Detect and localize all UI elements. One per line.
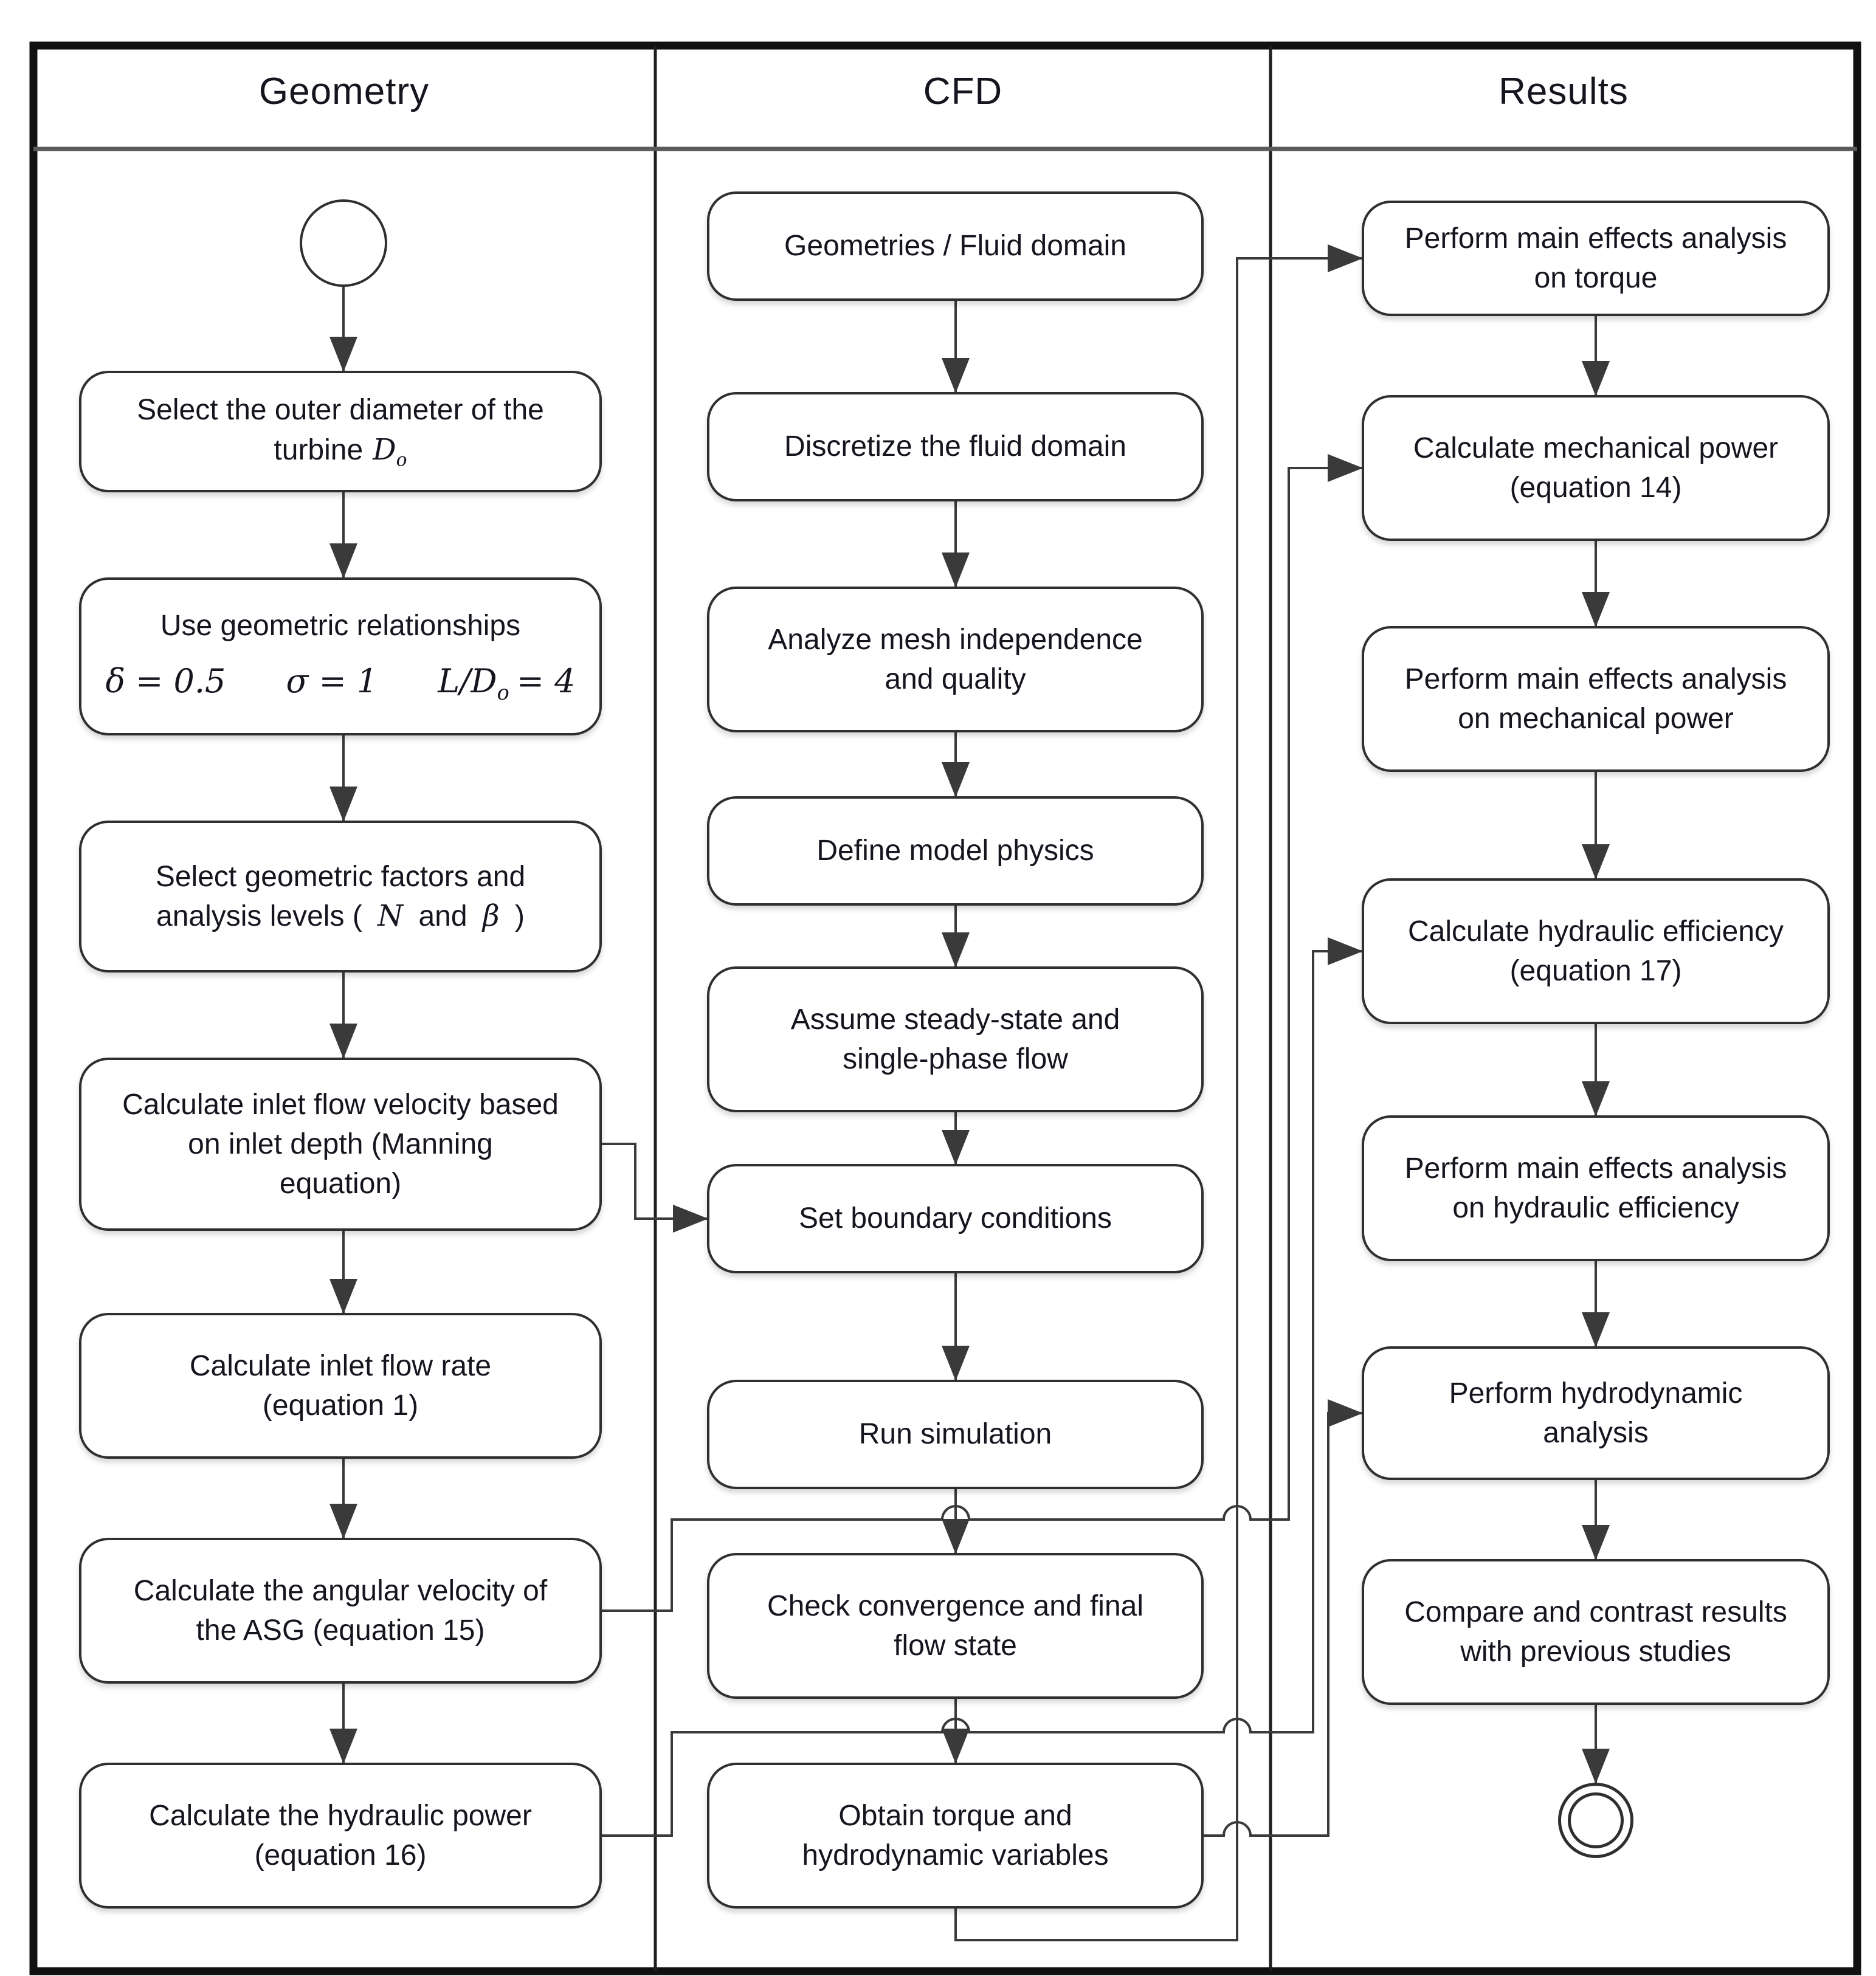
node-line: Calculate hydraulic efficiency (1407, 915, 1784, 948)
node-inlet-flow-rate: Calculate inlet flow rate (equation 1) (79, 1313, 602, 1459)
node-line: analysis levels ( N and β ) (156, 897, 525, 936)
node-mea-mechanical-power: Perform main effects analysis on mechani… (1362, 626, 1830, 772)
node-compare-contrast: Compare and contrast results with previo… (1362, 1559, 1830, 1705)
node-line: Perform hydrodynamic (1449, 1377, 1743, 1410)
node-line: hydrodynamic variables (802, 1839, 1109, 1871)
node-mea-torque: Perform main effects analysis on torque (1362, 201, 1830, 316)
start-node (300, 199, 387, 287)
symbol-letter: D (373, 432, 396, 467)
node-formula-row: δ = 0.5 σ = 1 L/Do = 4 (105, 659, 575, 706)
node-line: Obtain torque and (838, 1799, 1072, 1832)
connector-angular-velocity-to-mechanical-power (602, 454, 1363, 1612)
formula-main: L/D (438, 662, 497, 701)
formula-length-ratio: L/Do = 4 (438, 662, 576, 704)
node-line: Select geometric factors and (155, 860, 526, 893)
node-line: Calculate inlet flow rate (189, 1349, 492, 1382)
end-node (1558, 1783, 1633, 1858)
node-select-outer-diameter: Select the outer diameter of the turbine… (79, 371, 602, 492)
node-line: on torque (1534, 262, 1658, 294)
node-line: Assume steady-state and (790, 1003, 1120, 1036)
formula-tail: = 4 (516, 662, 576, 701)
node-line: (equation 17) (1509, 955, 1682, 987)
node-line-text: ) (515, 900, 525, 932)
node-line: and quality (885, 663, 1026, 695)
node-line: Calculate the hydraulic power (149, 1799, 532, 1832)
symbol-n: N (378, 899, 404, 933)
node-line: Run simulation (858, 1418, 1052, 1451)
node-hydrodynamic-analysis: Perform hydrodynamic analysis (1362, 1346, 1830, 1480)
symbol-outer-diameter: Do (373, 432, 407, 471)
formula-sigma: σ = 1 (286, 662, 378, 701)
node-mechanical-power: Calculate mechanical power (equation 14) (1362, 395, 1830, 541)
node-line: the ASG (equation 15) (196, 1614, 485, 1647)
node-line: Discretize the fluid domain (784, 430, 1126, 463)
connector-obtain-torque-to-mea-torque (954, 244, 1363, 1941)
connector-inlet-velocity-to-boundary-conditions (602, 1143, 708, 1233)
node-line: on mechanical power (1458, 703, 1734, 735)
formula-delta: δ = 0.5 (105, 662, 226, 701)
node-inlet-velocity: Calculate inlet flow velocity based on i… (79, 1058, 602, 1231)
node-line-text: analysis levels ( (156, 900, 362, 932)
node-line: Select the outer diameter of the (137, 394, 544, 427)
node-mea-hydraulic-efficiency: Perform main effects analysis on hydraul… (1362, 1115, 1830, 1261)
lane-title-cfd: CFD (923, 71, 1003, 112)
node-geometric-factors: Select geometric factors and analysis le… (79, 821, 602, 973)
node-check-convergence: Check convergence and final flow state (707, 1553, 1204, 1699)
node-line-text: turbine (274, 433, 364, 466)
node-line: (equation 16) (254, 1839, 427, 1871)
end-node-inner-circle (1568, 1792, 1624, 1848)
node-line: with previous studies (1460, 1636, 1731, 1668)
node-line: on hydraulic efficiency (1452, 1192, 1739, 1224)
node-line: Geometries / Fluid domain (784, 230, 1126, 263)
node-line: Calculate inlet flow velocity based (122, 1088, 559, 1121)
node-line: Perform main effects analysis (1404, 1152, 1787, 1185)
lane-title-geometry: Geometry (258, 71, 430, 112)
formula-subscript: o (497, 681, 509, 705)
node-angular-velocity: Calculate the angular velocity of the AS… (79, 1538, 602, 1684)
lane-title-results: Results (1498, 71, 1629, 112)
node-discretize-fluid-domain: Discretize the fluid domain (707, 392, 1204, 501)
node-line: turbine Do (274, 430, 407, 473)
node-boundary-conditions: Set boundary conditions (707, 1164, 1204, 1273)
node-mesh-independence: Analyze mesh independence and quality (707, 587, 1204, 732)
node-line: (equation 14) (1509, 472, 1682, 504)
node-line: Analyze mesh independence (768, 623, 1143, 656)
node-line-text: and (418, 900, 467, 932)
node-model-physics: Define model physics (707, 796, 1204, 906)
node-line: equation) (279, 1168, 402, 1200)
node-obtain-torque: Obtain torque and hydrodynamic variables (707, 1763, 1204, 1909)
node-hydraulic-efficiency: Calculate hydraulic efficiency (equation… (1362, 878, 1830, 1024)
node-line: Define model physics (816, 835, 1094, 867)
node-line: analysis (1543, 1417, 1649, 1449)
connector-hydraulic-power-to-hydraulic-efficiency (602, 937, 1363, 1837)
node-line: Use geometric relationships (160, 610, 521, 642)
node-line: Compare and contrast results (1404, 1596, 1787, 1628)
node-line: single-phase flow (843, 1043, 1068, 1075)
node-line: on inlet depth (Manning (188, 1127, 493, 1160)
node-run-simulation: Run simulation (707, 1380, 1204, 1489)
node-geometric-relationships: Use geometric relationships δ = 0.5 σ = … (79, 577, 602, 735)
node-hydraulic-power: Calculate the hydraulic power (equation … (79, 1763, 602, 1909)
node-line: Perform main effects analysis (1404, 663, 1787, 695)
connector-obtain-torque-to-hydrodynamic-analysis (1204, 1399, 1363, 1837)
symbol-subscript: o (396, 449, 407, 471)
node-line: Calculate the angular velocity of (133, 1574, 548, 1607)
node-steady-state: Assume steady-state and single-phase flo… (707, 966, 1204, 1112)
node-line: (equation 1) (262, 1389, 419, 1422)
outer-border (29, 41, 1861, 1975)
node-geometries-fluid-domain: Geometries / Fluid domain (707, 191, 1204, 301)
node-line: Check convergence and final (767, 1589, 1144, 1622)
symbol-beta: β (482, 899, 500, 933)
node-line: Set boundary conditions (798, 1202, 1112, 1235)
node-line: Calculate mechanical power (1413, 432, 1779, 464)
node-line: flow state (894, 1630, 1017, 1662)
node-line: Perform main effects analysis (1404, 222, 1787, 255)
